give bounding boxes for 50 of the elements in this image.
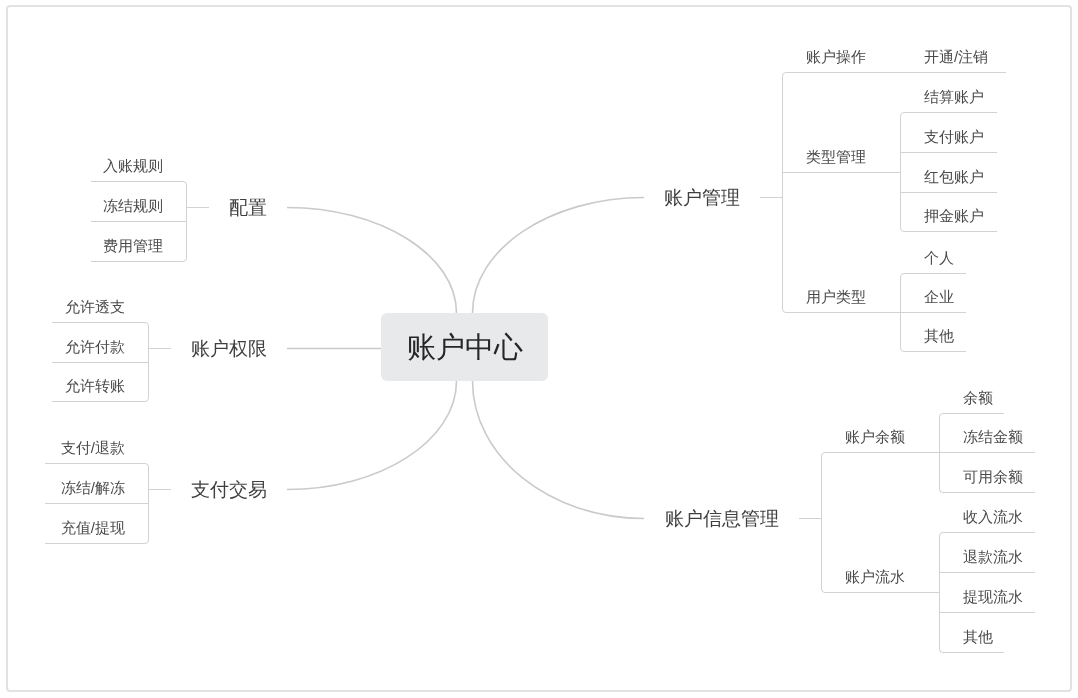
- subtopic-label: 充值/提现: [45, 514, 145, 544]
- topic-label: 账户信息管理: [644, 502, 799, 534]
- subtopic-label: 企业: [904, 283, 966, 313]
- curved-connector: [286, 380, 458, 491]
- bracket-connector: [182, 207, 210, 262]
- subtopic-label: 个人: [904, 244, 966, 274]
- subtopic-label: 账户操作: [786, 43, 896, 73]
- bracket-connector: [759, 197, 787, 313]
- connector-line: [895, 72, 905, 73]
- subtopic-label: 提现流水: [943, 583, 1035, 613]
- subtopic-label: 允许透支: [52, 293, 145, 323]
- topic-label: 配置: [209, 191, 287, 223]
- subtopic-label: 允许转账: [52, 372, 145, 402]
- curved-connector: [286, 206, 458, 314]
- subtopic-label: 开通/注销: [904, 43, 1006, 73]
- bracket-connector: [798, 518, 826, 593]
- topic-label: 账户管理: [644, 181, 760, 213]
- subtopic-label: 其他: [904, 322, 966, 352]
- subtopic-label: 退款流水: [943, 543, 1035, 573]
- bracket-connector: [895, 312, 905, 352]
- central-topic-box: 账户中心: [381, 313, 548, 381]
- bracket-connector: [144, 348, 172, 402]
- topic-label: 支付交易: [171, 473, 287, 505]
- subtopic-label: 其他: [943, 623, 1004, 653]
- subtopic-label: 用户类型: [786, 283, 896, 313]
- subtopic-label: 红包账户: [904, 163, 997, 193]
- bracket-connector: [934, 592, 944, 653]
- subtopic-label: 冻结规则: [91, 192, 183, 222]
- subtopic-label: 余额: [943, 384, 1004, 414]
- subtopic-label: 支付账户: [904, 123, 997, 153]
- subtopic-label: 收入流水: [943, 503, 1035, 533]
- subtopic-label: 入账规则: [91, 152, 183, 182]
- subtopic-label: 冻结/解冻: [45, 474, 145, 504]
- subtopic-label: 押金账户: [904, 202, 997, 232]
- subtopic-label: 允许付款: [52, 333, 145, 363]
- subtopic-label: 类型管理: [786, 143, 896, 173]
- bracket-connector: [934, 452, 944, 493]
- topic-label: 账户权限: [171, 332, 287, 364]
- curved-connector: [471, 380, 645, 520]
- subtopic-label: 可用余额: [943, 463, 1035, 493]
- subtopic-label: 账户余额: [825, 423, 935, 453]
- subtopic-label: 费用管理: [91, 232, 183, 262]
- subtopic-label: 冻结金额: [943, 423, 1035, 453]
- bracket-connector: [895, 172, 905, 232]
- curved-connector: [471, 196, 645, 314]
- bracket-connector: [144, 489, 172, 544]
- subtopic-label: 账户流水: [825, 563, 935, 593]
- subtopic-label: 支付/退款: [45, 434, 145, 464]
- subtopic-label: 结算账户: [904, 83, 997, 113]
- connector-line: [286, 347, 382, 350]
